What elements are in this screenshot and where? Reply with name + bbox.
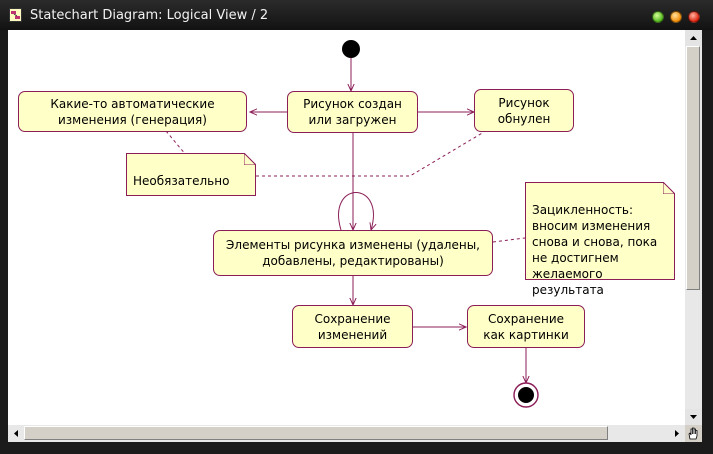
close-button[interactable]: [688, 11, 700, 23]
horizontal-scrollbar[interactable]: [8, 425, 685, 442]
note-loop[interactable]: Зацикленность: вносим изменения снова и …: [525, 182, 675, 297]
state-save-changes[interactable]: Сохранение изменений: [292, 305, 413, 348]
note-loop-text: Зацикленность: вносим изменения снова и …: [532, 203, 658, 297]
initial-state-node[interactable]: [342, 40, 360, 58]
horizontal-scroll-thumb[interactable]: [24, 426, 608, 440]
window-title: Statechart Diagram: Logical View / 2: [30, 8, 269, 23]
maximize-button[interactable]: [670, 11, 682, 23]
state-reset[interactable]: Рисунок обнулен: [474, 89, 574, 132]
note-link-optional-auto: [165, 130, 187, 156]
pan-hand-icon[interactable]: [685, 425, 702, 442]
note-link-optional-reset: [256, 131, 485, 177]
scroll-left-arrow-icon[interactable]: [8, 425, 24, 442]
state-modified[interactable]: Элементы рисунка изменены (удалены, доба…: [213, 230, 493, 276]
minimize-button[interactable]: [652, 11, 664, 23]
diagram-document-icon: [9, 8, 22, 22]
vertical-scrollbar[interactable]: [685, 30, 702, 425]
transition-modified-self-loop[interactable]: [338, 192, 374, 231]
final-state-dot: [518, 387, 534, 403]
note-fold-corner: [663, 182, 675, 194]
diagram-canvas[interactable]: Рисунок создан или загружен Какие-то авт…: [8, 30, 685, 425]
vertical-scroll-thumb[interactable]: [686, 46, 700, 290]
transition-layer: [165, 40, 539, 408]
title-bar[interactable]: Statechart Diagram: Logical View / 2: [0, 0, 713, 30]
note-optional[interactable]: Необязательно: [126, 153, 256, 196]
state-save-image[interactable]: Сохранение как картинки: [467, 305, 585, 348]
state-created[interactable]: Рисунок создан или загружен: [287, 91, 418, 133]
note-optional-text: Необязательно: [133, 174, 230, 188]
scroll-down-arrow-icon[interactable]: [685, 409, 702, 425]
scroll-right-arrow-icon[interactable]: [669, 425, 685, 442]
scroll-up-arrow-icon[interactable]: [685, 30, 702, 46]
note-fold-corner: [244, 153, 256, 165]
note-link-loop: [492, 237, 526, 243]
state-auto-changes[interactable]: Какие-то автоматические изменения (генер…: [18, 91, 247, 132]
